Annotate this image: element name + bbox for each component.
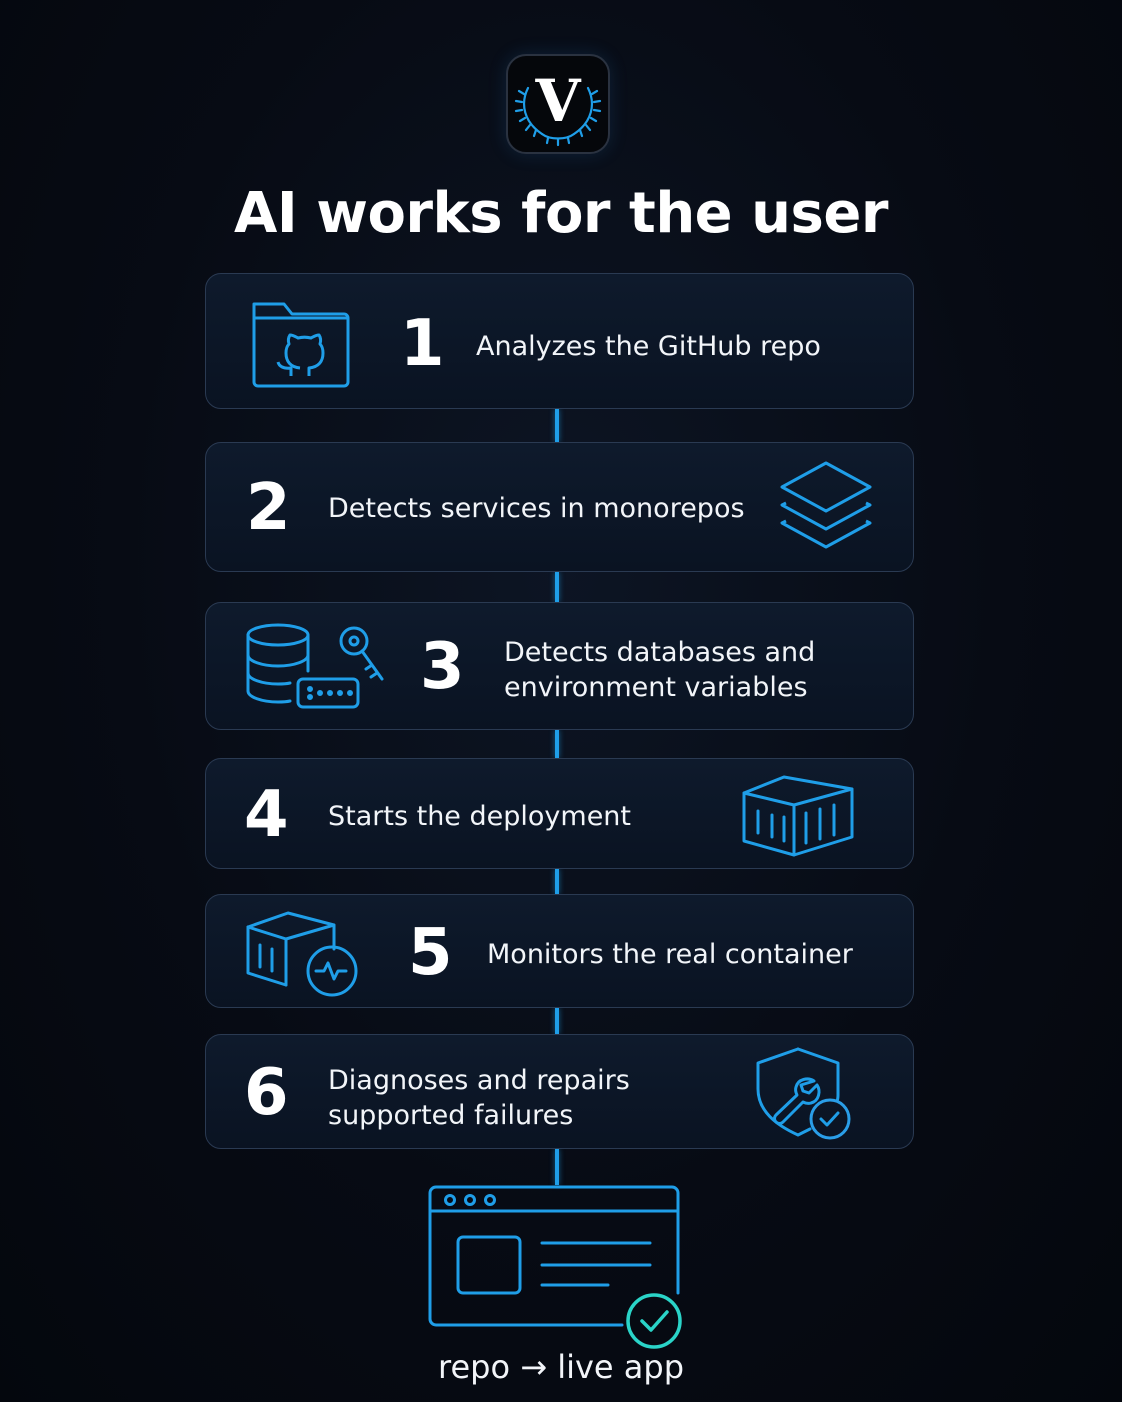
step-label-1: Analyzes the GitHub repo <box>476 331 821 362</box>
database-key-icon <box>246 623 384 709</box>
step-label-2: Detects services in monorepos <box>328 493 745 524</box>
connector-2-3 <box>555 572 559 602</box>
step-label-5: Monitors the real container <box>487 939 853 970</box>
laurel-wreath-icon <box>514 86 602 147</box>
step-number-2: 2 <box>246 471 291 545</box>
browser-window-check-icon <box>428 1185 682 1349</box>
stacked-layers-icon <box>780 461 872 549</box>
step-card-6: 6 Diagnoses and repairs supported failur… <box>205 1034 914 1149</box>
app-logo: V <box>506 54 610 154</box>
shipping-container-icon <box>742 775 854 857</box>
step-number-6: 6 <box>244 1056 289 1130</box>
step-card-5: 5 Monitors the real container <box>205 894 914 1008</box>
step-card-4: 4 Starts the deployment <box>205 758 914 869</box>
logo-letter: V <box>535 67 581 135</box>
shield-wrench-check-icon <box>756 1047 851 1140</box>
step-label-6-line-2: supported failures <box>328 1100 574 1131</box>
connector-6-result <box>555 1149 559 1185</box>
connector-1-2 <box>555 409 559 442</box>
page-title: AI works for the user <box>234 181 888 246</box>
step-card-1: 1 Analyzes the GitHub repo <box>205 273 914 409</box>
step-label-4: Starts the deployment <box>328 801 631 832</box>
connector-5-6 <box>555 1008 559 1034</box>
step-card-2: 2 Detects services in monorepos <box>205 442 914 572</box>
step-number-5: 5 <box>408 916 453 990</box>
connector-4-5 <box>555 869 559 894</box>
step-number-3: 3 <box>420 630 465 704</box>
step-card-3: 3 Detects databases and environment vari… <box>205 602 914 730</box>
step-label-3-line-1: Detects databases and <box>504 637 816 668</box>
step-label-6-line-1: Diagnoses and repairs <box>328 1065 630 1096</box>
connector-3-4 <box>555 730 559 758</box>
step-number-1: 1 <box>400 307 445 381</box>
container-monitor-icon <box>246 911 358 997</box>
step-label-3-line-2: environment variables <box>504 672 808 703</box>
result-label: repo → live app <box>438 1348 684 1386</box>
step-number-4: 4 <box>244 778 289 852</box>
github-folder-icon <box>252 302 350 388</box>
